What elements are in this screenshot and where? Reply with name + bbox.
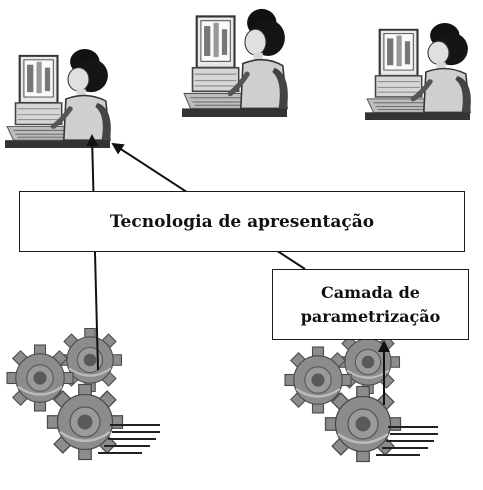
presentation-layer-box: Tecnologia de apresentação <box>19 191 465 252</box>
parameterization-layer-box: Camada de parametrização <box>272 269 469 340</box>
arrow-left-gears-to-user <box>86 134 99 371</box>
presentation-layer-label: Tecnologia de apresentação <box>109 211 375 232</box>
user-computer-right-icon <box>365 23 471 120</box>
gears-left-icon <box>7 329 160 460</box>
user-computer-left-icon <box>5 49 111 148</box>
parameterization-layer-label-line1: Camada de <box>321 283 420 303</box>
user-computer-middle-icon <box>182 9 288 117</box>
parameterization-layer-label-line2: parametrização <box>300 306 441 326</box>
gears-right-icon <box>285 331 438 462</box>
